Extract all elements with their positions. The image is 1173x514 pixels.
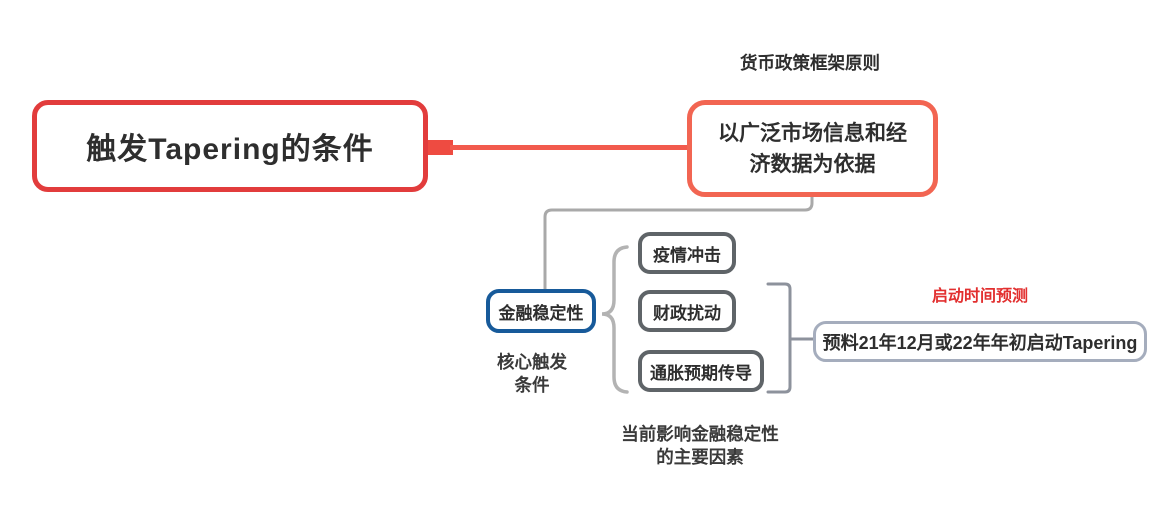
factors-note-line1: 当前影响金融稳定性 [621, 424, 779, 444]
prediction-floating-label-text: 启动时间预测 [931, 288, 1028, 305]
bracket-connector [766, 282, 815, 394]
node-factor-pandemic[interactable]: 疫情冲击 [638, 232, 736, 274]
factors-note-line2: 的主要因素 [656, 447, 744, 467]
node-root-topic[interactable]: 触发Tapering的条件 [32, 100, 428, 192]
node-factor-fiscal[interactable]: 财政扰动 [638, 290, 736, 332]
node-factor-inflation[interactable]: 通胀预期传导 [638, 350, 764, 392]
node-prediction[interactable]: 预料21年12月或22年年初启动Tapering [813, 321, 1147, 362]
red-connector-stub [428, 140, 453, 155]
prediction-label: 预料21年12月或22年年初启动Tapering [822, 332, 1138, 353]
core-trigger-note-line2: 条件 [514, 375, 550, 395]
factor-fiscal-label: 财政扰动 [653, 303, 721, 323]
factor-inflation-label: 通胀预期传导 [650, 363, 752, 383]
framework-floating-label-text: 货币政策框架原则 [740, 53, 880, 73]
curly-brace-connector [601, 245, 629, 394]
node-financial-stability[interactable]: 金融稳定性 [486, 289, 596, 333]
framework-label-line2: 济数据为依据 [749, 152, 876, 176]
core-trigger-note[interactable]: 核心触发 条件 [472, 351, 592, 397]
core-trigger-note-line1: 核心触发 [497, 352, 567, 372]
root-topic-label: 触发Tapering的条件 [86, 133, 374, 166]
factors-note[interactable]: 当前影响金融稳定性 的主要因素 [595, 423, 805, 469]
node-framework[interactable]: 以广泛市场信息和经 济数据为依据 [687, 100, 938, 197]
framework-label-line1: 以广泛市场信息和经 [718, 121, 907, 145]
financial-stability-label: 金融稳定性 [498, 303, 584, 323]
prediction-floating-label[interactable]: 启动时间预测 [880, 282, 1080, 306]
framework-floating-label[interactable]: 货币政策框架原则 [710, 50, 910, 75]
framework-label: 以广泛市场信息和经 济数据为依据 [718, 118, 907, 180]
factor-pandemic-label: 疫情冲击 [653, 245, 721, 265]
